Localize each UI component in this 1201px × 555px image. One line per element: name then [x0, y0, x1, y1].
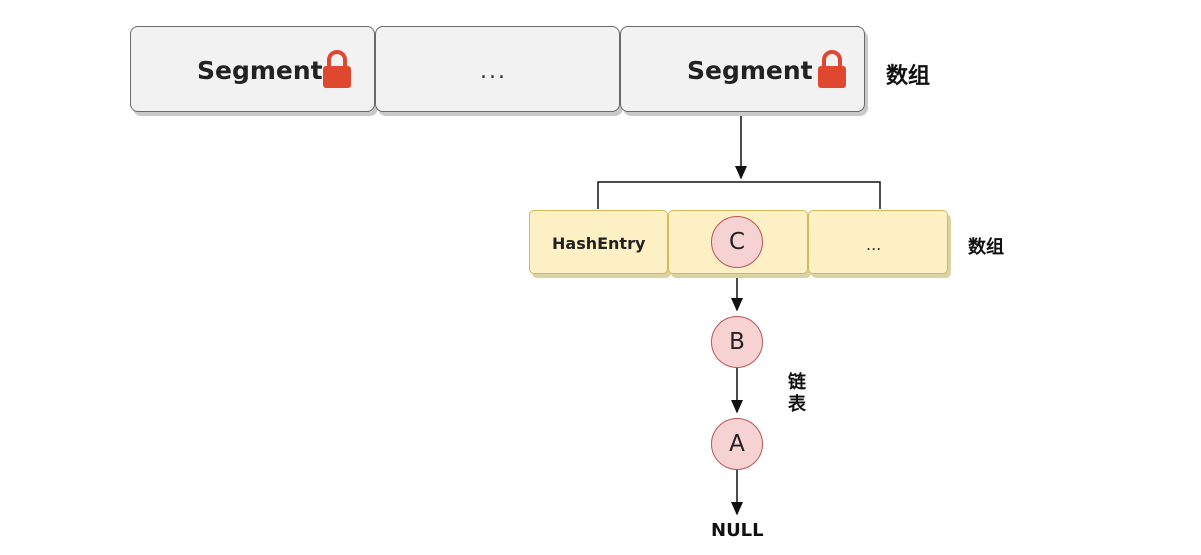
lock-icon: [816, 49, 848, 93]
segment-array-label: 数组: [886, 64, 931, 89]
segment-box-ellipsis: ...: [375, 26, 620, 112]
node-c: C: [711, 216, 763, 268]
ellipsis-text: ...: [480, 59, 507, 84]
null-terminal: NULL: [711, 520, 764, 541]
segment-box-1: Segment: [130, 26, 375, 112]
entry-box-ellipsis: ...: [808, 210, 948, 274]
segment-label: Segment: [197, 56, 323, 85]
node-a: A: [711, 418, 763, 470]
chain-label: 链 表: [788, 372, 806, 415]
entry-array-label: 数组: [968, 237, 1004, 258]
entries-bracket: [597, 181, 881, 209]
ellipsis-text: ...: [866, 235, 882, 254]
segment-box-2: Segment: [620, 26, 865, 112]
lock-icon: [321, 49, 353, 93]
hashentry-label: HashEntry: [552, 234, 646, 253]
hashentry-box: HashEntry: [529, 210, 668, 274]
segment-label: Segment: [687, 56, 813, 85]
node-b: B: [711, 316, 763, 368]
